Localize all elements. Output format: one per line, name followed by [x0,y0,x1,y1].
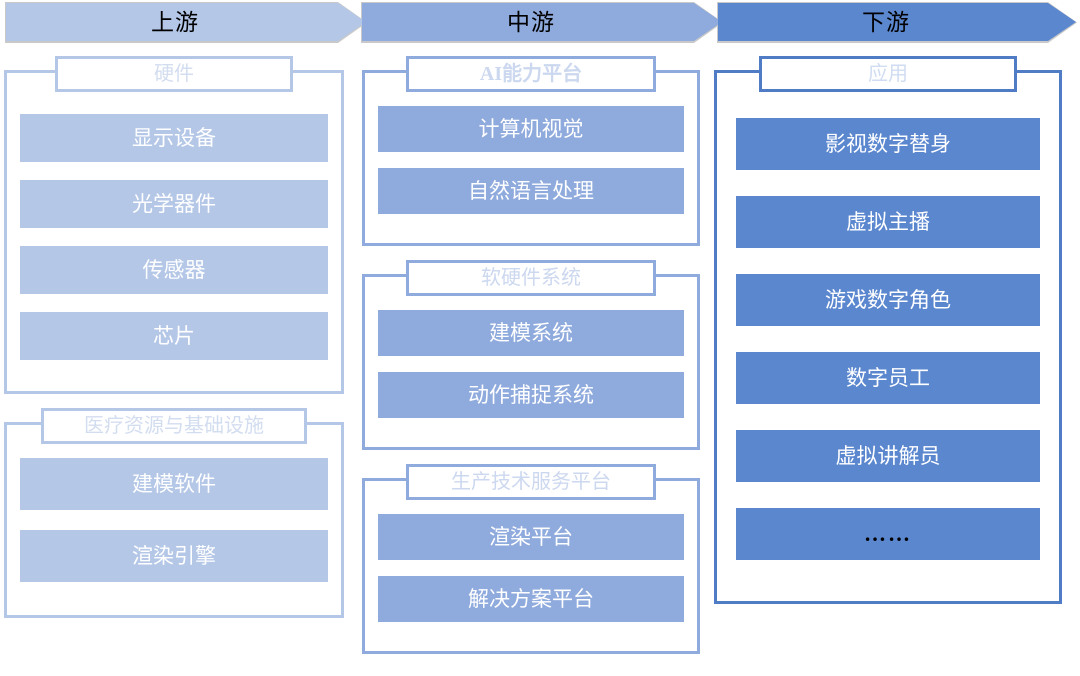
node-chip[interactable]: 芯片 [20,312,328,360]
group-title: 医疗资源与基础设施 [84,415,264,437]
group-body: 建模软件 渲染引擎 [4,444,344,618]
group-header-software-hardware-system[interactable]: 软硬件系统 [405,260,657,296]
node-virtual-anchor[interactable]: 虚拟主播 [736,196,1040,248]
group-ai-platform: AI能力平台 计算机视觉 自然语言处理 [362,56,700,246]
group-hardware: 硬件 显示设备 光学器件 传感器 芯片 [4,56,344,394]
group-title: 软硬件系统 [480,267,581,289]
node-solution-platform[interactable]: 解决方案平台 [378,576,684,622]
group-title: AI能力平台 [479,63,583,85]
group-body: 显示设备 光学器件 传感器 芯片 [4,92,344,394]
stage-arrow-label-upstream: 上游 [151,9,199,35]
column-downstream: 应用 影视数字替身 虚拟主播 游戏数字角色 数字员工 虚拟讲解员 …… [714,56,1062,618]
node-game-digital-character[interactable]: 游戏数字角色 [736,274,1040,326]
node-render-engine[interactable]: 渲染引擎 [20,530,328,582]
stage-arrow-downstream[interactable]: 下游 [718,3,1076,41]
node-modeling-software[interactable]: 建模软件 [20,458,328,510]
group-production-tech-service: 生产技术服务平台 渲染平台 解决方案平台 [362,464,700,654]
stage-arrow-midstream[interactable]: 中游 [362,3,722,41]
node-digital-employee[interactable]: 数字员工 [736,352,1040,404]
group-title: 硬件 [154,63,194,85]
group-header-production-tech-service[interactable]: 生产技术服务平台 [405,464,657,500]
group-medical-resources: 医疗资源与基础设施 建模软件 渲染引擎 [4,408,344,618]
group-header-applications[interactable]: 应用 [759,56,1017,92]
node-modeling-system[interactable]: 建模系统 [378,310,684,356]
group-header-ai-platform[interactable]: AI能力平台 [405,56,657,92]
node-virtual-presenter[interactable]: 虚拟讲解员 [736,430,1040,482]
node-nlp[interactable]: 自然语言处理 [378,168,684,214]
column-upstream: 硬件 显示设备 光学器件 传感器 芯片 医疗资源与基础设施 建模软件 渲染引擎 [4,56,344,632]
stage-arrow-label-downstream: 下游 [862,9,910,35]
node-computer-vision[interactable]: 计算机视觉 [378,106,684,152]
node-display-device[interactable]: 显示设备 [20,114,328,162]
node-optical-device[interactable]: 光学器件 [20,180,328,228]
group-body: 计算机视觉 自然语言处理 [362,92,700,246]
node-film-digital-double[interactable]: 影视数字替身 [736,118,1040,170]
node-sensor[interactable]: 传感器 [20,246,328,294]
stage-arrow-upstream[interactable]: 上游 [6,3,366,41]
group-header-medical-resources[interactable]: 医疗资源与基础设施 [41,408,307,444]
group-body: 渲染平台 解决方案平台 [362,500,700,654]
group-body: 建模系统 动作捕捉系统 [362,296,700,450]
node-more-ellipsis: …… [736,508,1040,560]
group-body: 影视数字替身 虚拟主播 游戏数字角色 数字员工 虚拟讲解员 …… [714,92,1062,604]
group-title: 应用 [867,63,908,85]
stage-arrow-band: 上游 中游 下游 [0,0,1080,44]
stage-arrow-label-midstream: 中游 [507,9,555,35]
group-applications: 应用 影视数字替身 虚拟主播 游戏数字角色 数字员工 虚拟讲解员 …… [714,56,1062,604]
group-header-hardware[interactable]: 硬件 [55,56,293,92]
group-title: 生产技术服务平台 [450,471,611,493]
node-motion-capture-system[interactable]: 动作捕捉系统 [378,372,684,418]
column-midstream: AI能力平台 计算机视觉 自然语言处理 软硬件系统 建模系统 动作捕捉系统 生产… [362,56,700,668]
group-software-hardware-system: 软硬件系统 建模系统 动作捕捉系统 [362,260,700,450]
node-render-platform[interactable]: 渲染平台 [378,514,684,560]
